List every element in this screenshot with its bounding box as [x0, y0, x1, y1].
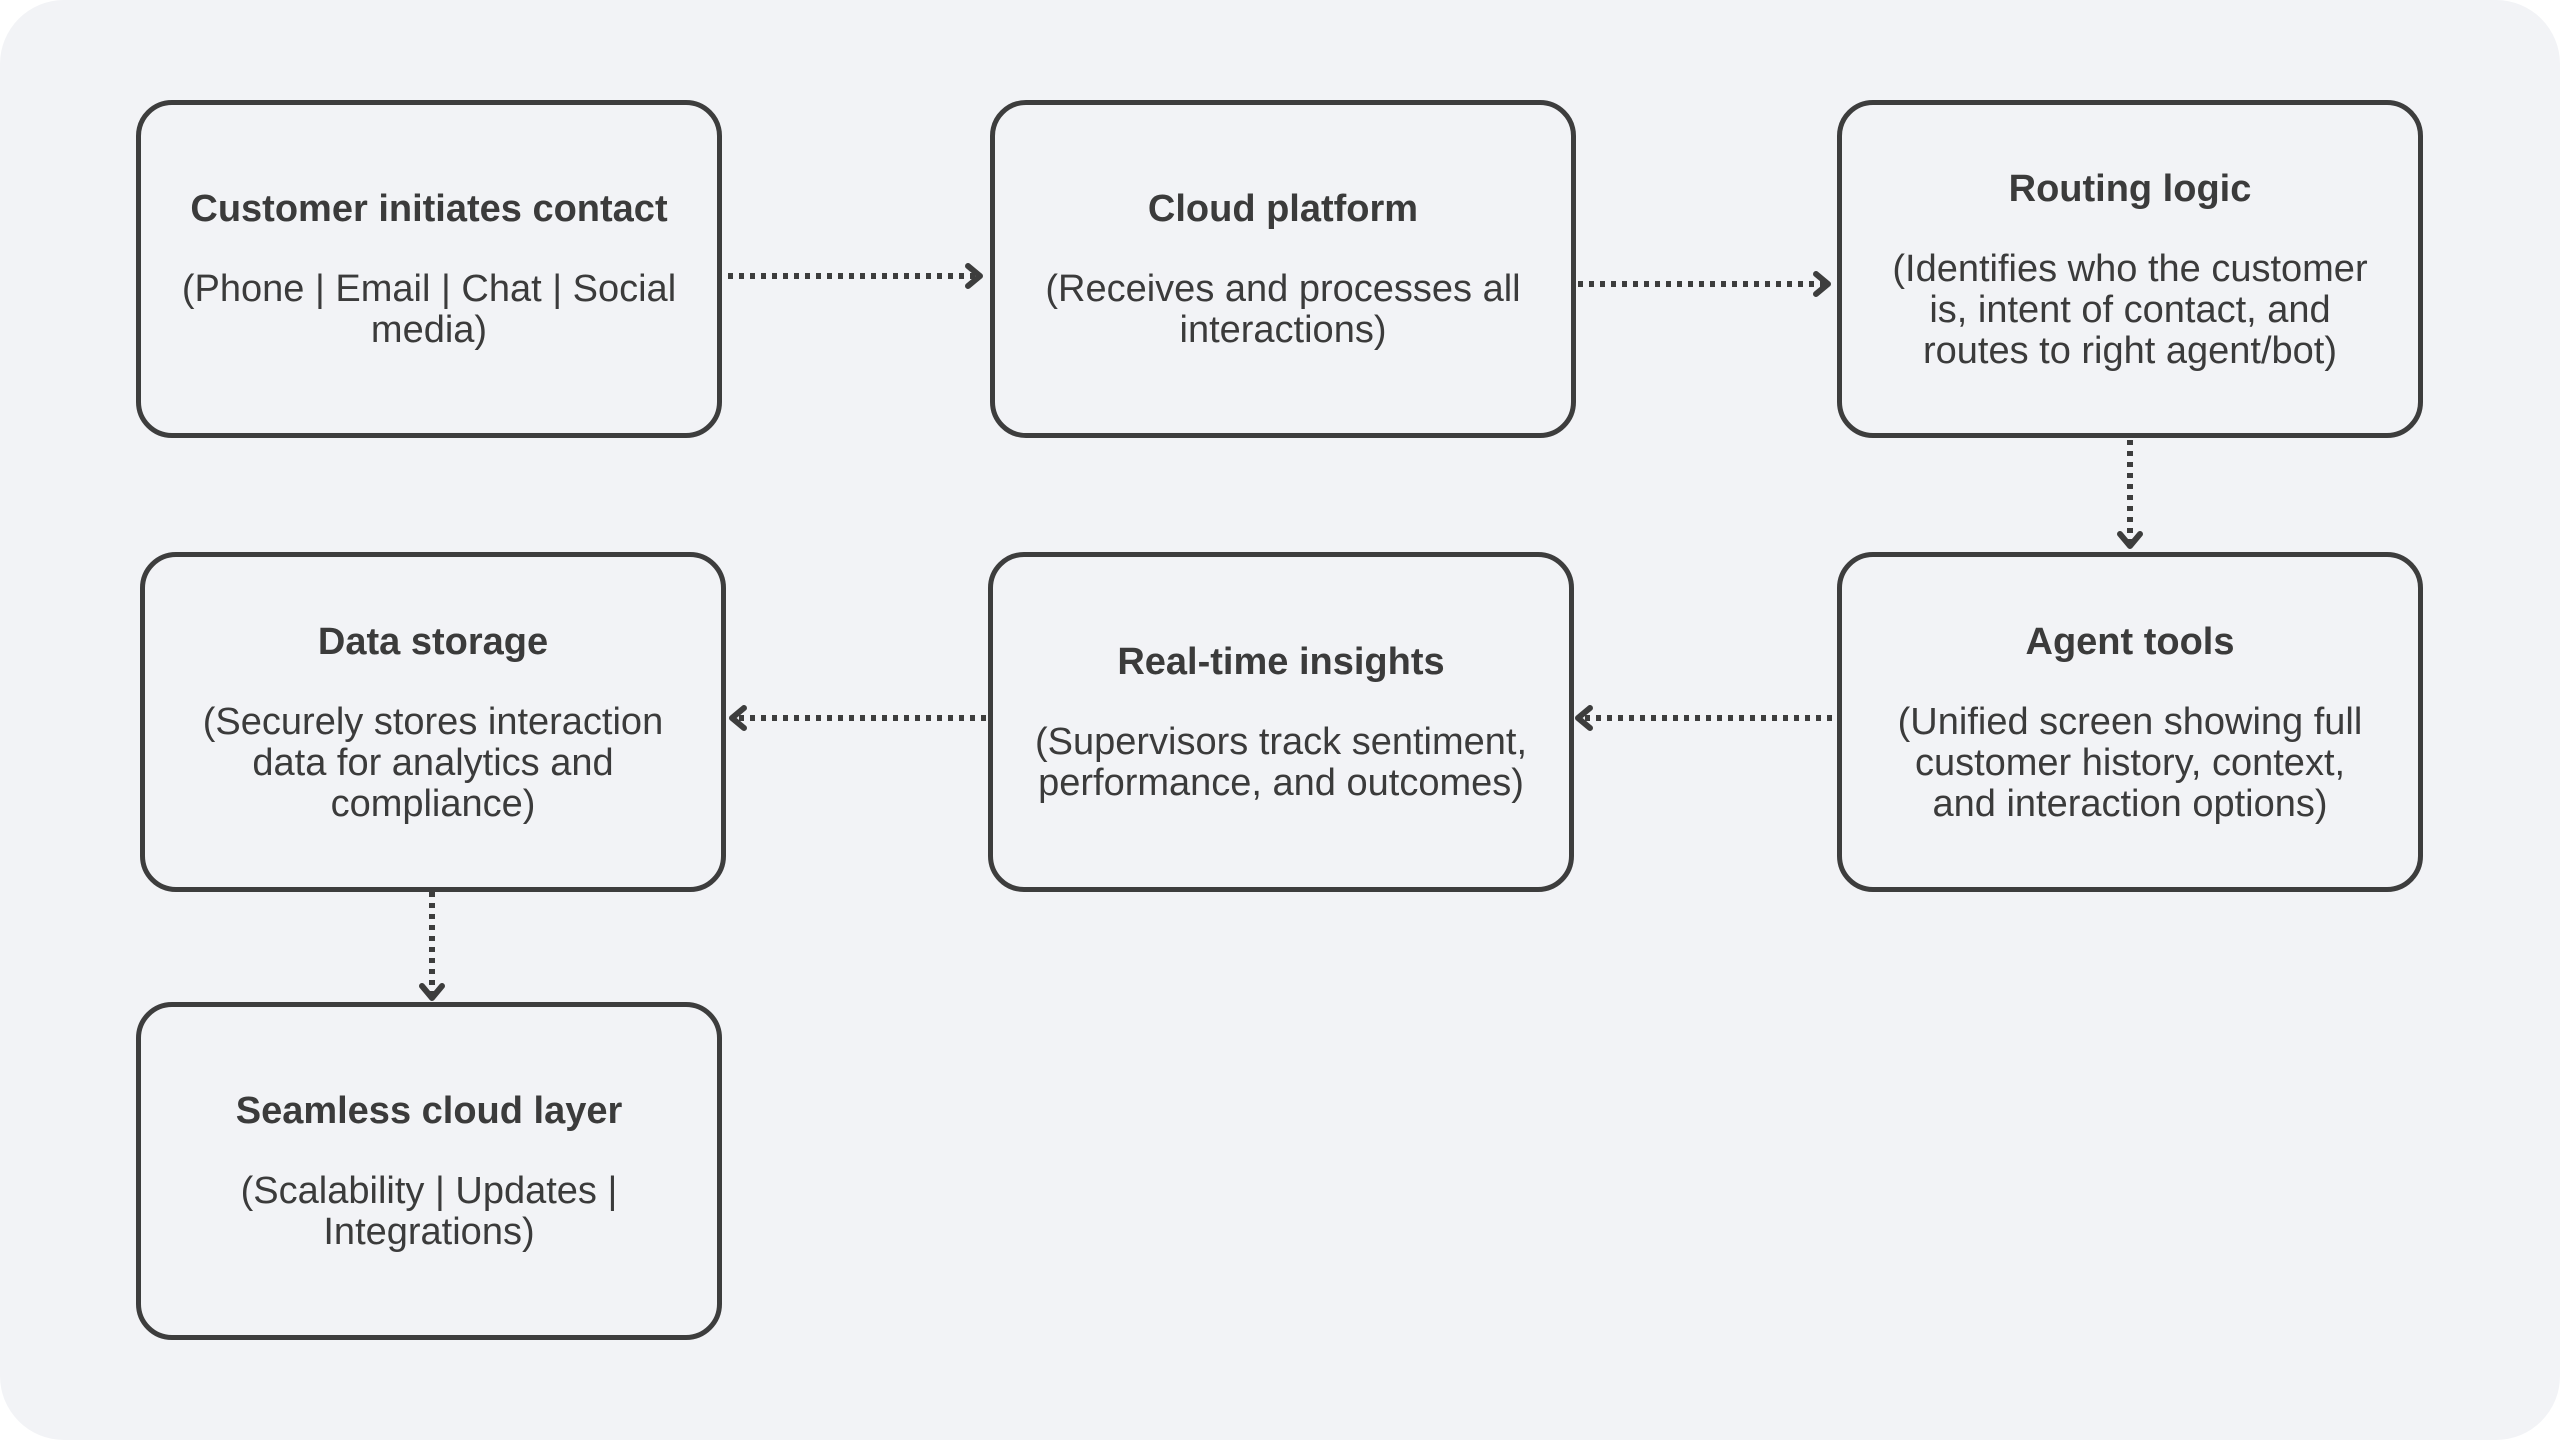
- node-description: (Unified screen showing full customer hi…: [1897, 700, 2363, 825]
- node-description: (Phone | Email | Chat | Social media): [181, 268, 677, 351]
- arrow-insights-to-storage: [729, 705, 986, 731]
- node-data-storage: Data storage (Securely stores interactio…: [140, 552, 726, 892]
- node-description: (Supervisors track sentiment, performanc…: [1034, 721, 1528, 804]
- node-agent-tools: Agent tools (Unified screen showing full…: [1837, 552, 2423, 892]
- node-description: (Securely stores interaction data for an…: [202, 700, 664, 825]
- node-routing-logic: Routing logic (Identifies who the custom…: [1837, 100, 2423, 438]
- arrow-routing-to-agent: [2117, 440, 2143, 549]
- node-description: (Identifies who the customer is, intent …: [1892, 247, 2368, 372]
- node-customer-initiates-contact: Customer initiates contact (Phone | Emai…: [136, 100, 722, 438]
- node-title: Seamless cloud layer: [235, 1090, 623, 1132]
- node-description: (Receives and processes all interactions…: [1045, 268, 1521, 351]
- node-real-time-insights: Real-time insights (Supervisors track se…: [988, 552, 1574, 892]
- node-title: Real-time insights: [1117, 641, 1445, 683]
- node-cloud-platform: Cloud platform (Receives and processes a…: [990, 100, 1576, 438]
- arrow-contact-to-cloud: [728, 263, 983, 289]
- arrow-agent-to-insights: [1575, 705, 1832, 731]
- node-title: Customer initiates contact: [190, 188, 668, 230]
- node-title: Cloud platform: [1147, 188, 1419, 230]
- node-description: (Scalability | Updates | Integrations): [240, 1170, 618, 1253]
- node-title: Routing logic: [2008, 167, 2252, 210]
- node-seamless-cloud-layer: Seamless cloud layer (Scalability | Upda…: [136, 1002, 722, 1340]
- arrow-cloud-to-routing: [1578, 271, 1831, 297]
- node-title: Data storage: [317, 620, 549, 663]
- arrow-storage-to-layer: [419, 892, 445, 1001]
- node-title: Agent tools: [2025, 620, 2235, 663]
